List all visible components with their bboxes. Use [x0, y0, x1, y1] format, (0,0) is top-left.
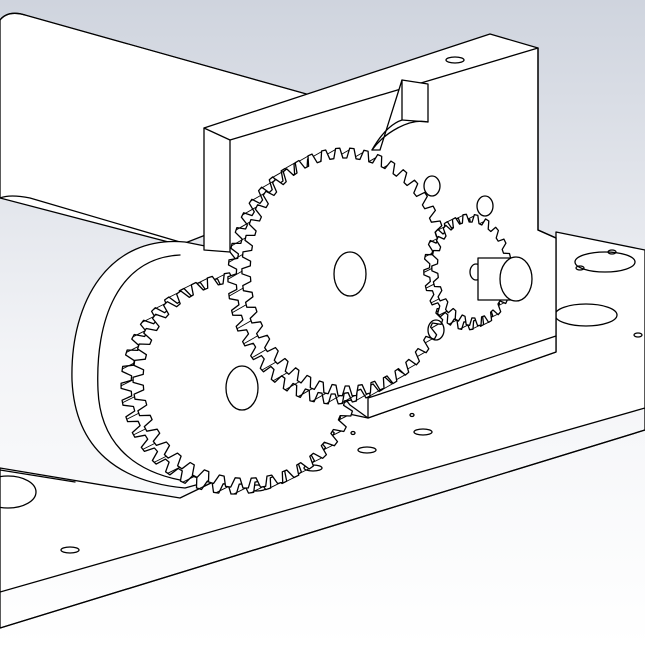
gear-tooth-edge: [340, 395, 355, 405]
output-shaft: [423, 175, 533, 341]
mount-hole-large: [574, 251, 636, 273]
mount-hole: [575, 265, 585, 271]
gear-tooth-edge: [448, 319, 457, 325]
gear-tooth-edge: [270, 169, 286, 179]
gear-tooth-edge: [298, 388, 313, 397]
gear-tooth-edge: [250, 486, 264, 494]
mount-hole: [60, 546, 80, 554]
gear-front-face: [241, 147, 451, 397]
gear-tooth-edge: [227, 270, 243, 280]
mount-hole: [409, 412, 415, 418]
gear-tooth-edge: [120, 379, 134, 387]
gear-tooth-edge: [236, 320, 252, 330]
bracket-screw-hole: [427, 319, 445, 341]
gear-tooth-edge: [122, 396, 135, 404]
gear-tooth-edge: [459, 324, 469, 330]
gear-bore-hole: [225, 365, 259, 411]
gear-tooth-edge: [167, 466, 180, 474]
gear-tooth-edge: [215, 486, 229, 494]
gear-bore-hole: [333, 251, 367, 297]
gear-tooth-edge: [182, 475, 195, 483]
gear-tooth-edge: [325, 395, 341, 405]
gear-tooth-edge: [126, 412, 139, 420]
shaft-end-face: [499, 256, 533, 302]
gear-tooth-edge: [438, 310, 448, 316]
mount-hole: [413, 428, 433, 436]
main-spur-gear: [227, 147, 451, 405]
gear-tooth-edge: [133, 428, 146, 436]
gear-tooth-edge: [233, 487, 246, 495]
gear-tooth-edge: [126, 346, 139, 353]
gear-tooth-edge: [311, 392, 327, 402]
gear-tooth-edge: [198, 482, 212, 490]
mount-hole: [607, 249, 617, 255]
gear-tooth-edge: [141, 315, 155, 323]
gear-tooth-edge: [430, 298, 440, 304]
gear-tooth-edge: [235, 221, 251, 231]
gear-tooth-edge: [436, 226, 445, 232]
gear-tooth-edge: [153, 303, 166, 310]
gear-tooth-edge: [272, 372, 288, 382]
bracket-hole: [445, 56, 465, 64]
gear-tooth-edge: [231, 304, 247, 314]
gear-tooth-edge: [132, 330, 146, 338]
gear-tooth-edge: [425, 283, 435, 289]
gear-tooth-edge: [284, 381, 300, 391]
bracket-screw-hole: [476, 195, 494, 217]
gear-tooth-edge: [243, 335, 258, 345]
bracket-screw-hole: [423, 175, 441, 197]
gear-tooth-edge: [261, 361, 277, 371]
gear-tooth-edge: [122, 362, 135, 370]
gear-tooth-edge: [228, 254, 243, 263]
mount-hole-large: [0, 475, 37, 509]
gear-tooth-edge: [354, 393, 369, 402]
gear-tooth-edge: [154, 455, 167, 463]
gear-tooth-edge: [429, 238, 438, 243]
mount-hole: [350, 430, 356, 436]
mount-hole: [633, 332, 643, 338]
gear-tooth-edge: [259, 180, 275, 190]
gear-tooth-edge: [251, 349, 267, 359]
gear-tooth-edge: [423, 268, 433, 273]
gear-tooth-edge: [250, 192, 265, 202]
mount-hole: [357, 446, 377, 454]
gear-tooth-edge: [142, 442, 155, 450]
gear-tooth-edge: [231, 237, 246, 247]
gear-tooth-edge: [242, 206, 257, 216]
gear-tooth-edge: [424, 252, 434, 258]
gear-tooth-edge: [228, 287, 244, 297]
